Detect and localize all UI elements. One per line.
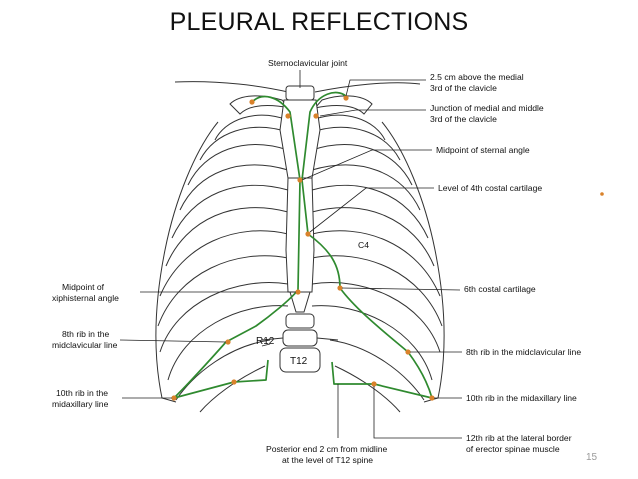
- label-sternoclavicular: Sternoclavicular joint: [268, 58, 348, 68]
- label-twelfth-1: 12th rib at the lateral border: [466, 433, 572, 443]
- leader-lines: [119, 70, 462, 439]
- label-xiphisternal-1: Midpoint of: [62, 282, 105, 292]
- label-eighth-left-2: midclavicular line: [52, 340, 118, 350]
- label-posterior-1: Posterior end 2 cm from midline: [266, 444, 388, 454]
- label-eighth-right: 8th rib in the midclavicular line: [466, 347, 581, 357]
- label-sternal-angle: Midpoint of sternal angle: [436, 145, 530, 155]
- reference-points: [171, 95, 604, 401]
- label-sixth-costal: 6th costal cartilage: [464, 284, 536, 294]
- label-c4: C4: [358, 240, 369, 250]
- slide-number: 15: [586, 452, 598, 463]
- label-twelfth-2: of erector spinae muscle: [466, 444, 560, 454]
- slide-title: PLEURAL REFLECTIONS: [169, 8, 469, 36]
- label-above-clavicle-2: 3rd of the clavicle: [430, 83, 497, 93]
- vertebral-column: [261, 313, 339, 373]
- neck-line-right: [314, 82, 421, 93]
- manubrium-top: [285, 85, 315, 101]
- right-ribs: [311, 114, 443, 413]
- label-above-clavicle-1: 2.5 cm above the medial: [430, 72, 524, 82]
- label-tenth-left-1: 10th rib in the: [56, 388, 108, 398]
- label-tenth-right: 10th rib in the midaxillary line: [466, 393, 577, 403]
- label-junction-1: Junction of medial and middle: [430, 103, 544, 113]
- label-eighth-left-1: 8th rib in the: [62, 329, 110, 339]
- label-r12: R12: [256, 336, 275, 347]
- neck-line-left: [174, 81, 289, 93]
- label-fourth-costal: Level of 4th costal cartilage: [438, 183, 542, 193]
- label-posterior-2: at the level of T12 spine: [282, 455, 373, 465]
- left-clavicle: [229, 95, 292, 115]
- left-cage-outline: [155, 121, 219, 403]
- label-junction-2: 3rd of the clavicle: [430, 114, 497, 124]
- right-clavicle: [313, 95, 373, 115]
- label-xiphisternal-2: xiphisternal angle: [52, 293, 119, 303]
- label-tenth-left-2: midaxillary line: [52, 399, 109, 409]
- pleura-left: [173, 95, 301, 399]
- left-ribs: [157, 114, 289, 413]
- right-cage-outline: [381, 121, 445, 403]
- label-t12: T12: [290, 356, 308, 367]
- xiphoid-process: [289, 291, 311, 313]
